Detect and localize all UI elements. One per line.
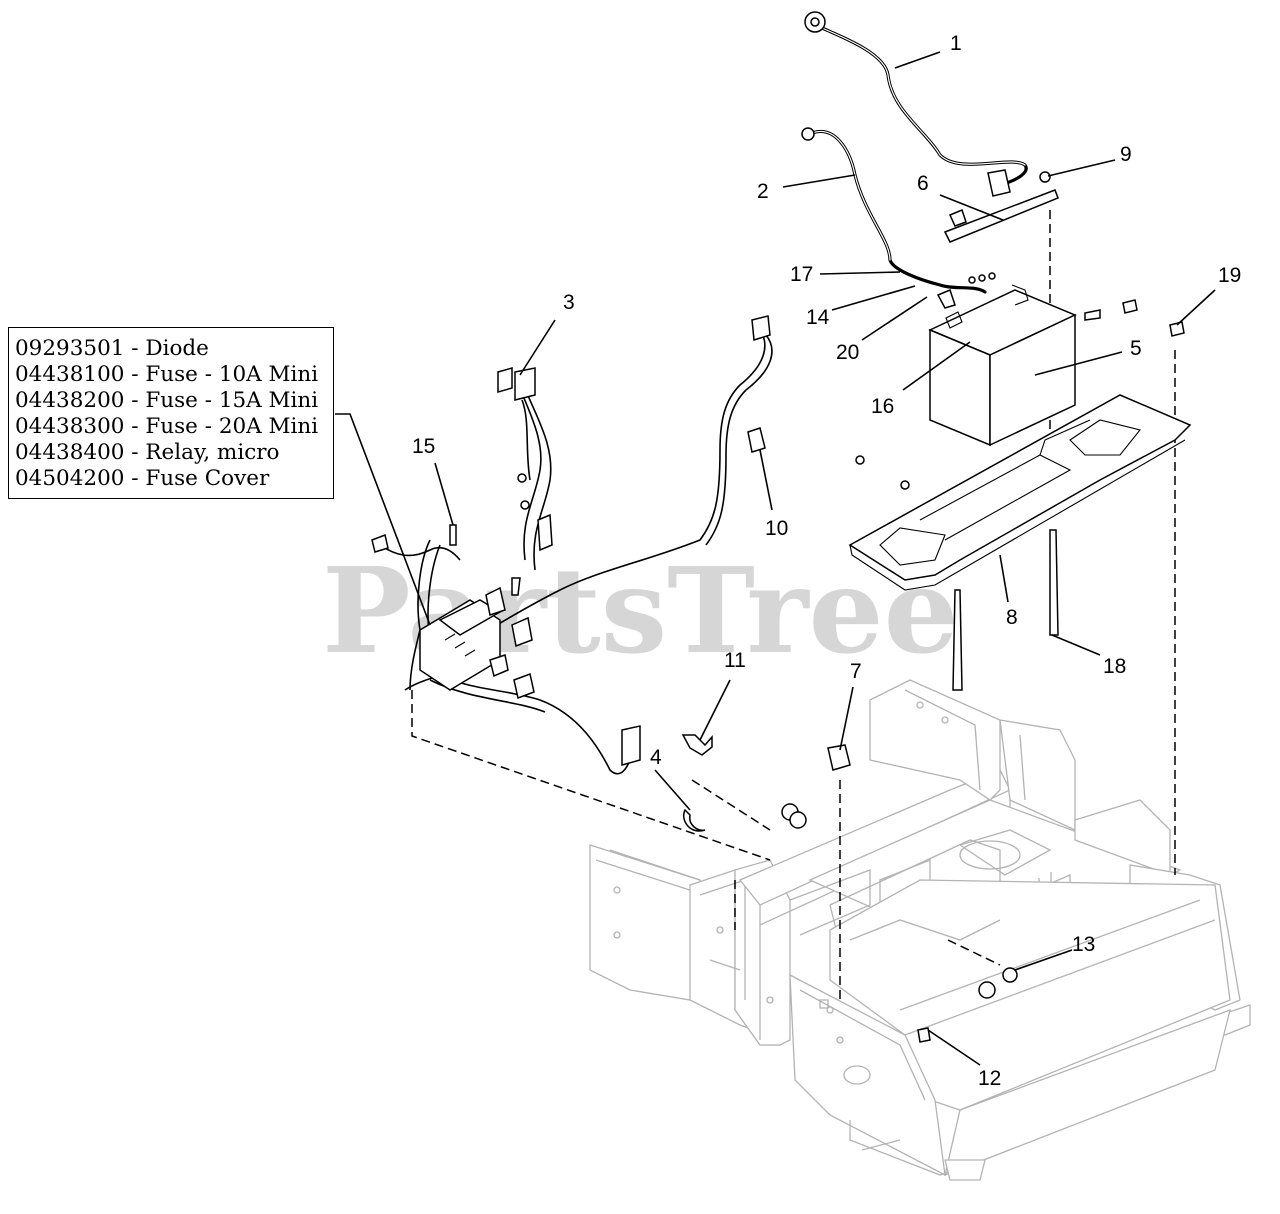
callout-18: 18 — [1103, 655, 1126, 678]
legend-line-fuse-cover: 04504200 - Fuse Cover — [15, 466, 270, 491]
callout-5: 5 — [1130, 337, 1142, 360]
callout-11: 11 — [724, 649, 746, 672]
callout-15: 15 — [412, 435, 435, 458]
callout-3: 3 — [563, 291, 575, 314]
callout-12: 12 — [978, 1067, 1001, 1090]
callout-2: 2 — [757, 180, 769, 203]
legend-line-fuse-20a: 04438300 - Fuse - 20A Mini — [15, 414, 319, 439]
callout-14: 14 — [806, 306, 830, 329]
battery-strap — [943, 171, 1059, 243]
legend-line-fuse-10a: 04438100 - Fuse - 10A Mini — [15, 362, 319, 387]
callout-labels: 1 2 3 4 5 6 7 8 9 10 11 12 13 14 15 16 1… — [412, 32, 1241, 1090]
battery-cable-negative — [801, 127, 987, 309]
callout-8: 8 — [1006, 606, 1018, 629]
leader-lines — [335, 51, 1216, 1066]
callout-16: 16 — [871, 395, 894, 418]
callout-1: 1 — [950, 32, 962, 55]
legend-line-relay: 04438400 - Relay, micro — [15, 440, 280, 465]
wiring-harness — [371, 315, 773, 775]
legend-line-fuse-15a: 04438200 - Fuse - 15A Mini — [15, 388, 319, 413]
callout-19: 19 — [1218, 264, 1241, 287]
small-parts — [681, 734, 1018, 1043]
callout-4: 4 — [650, 746, 662, 769]
battery-cable-positive — [804, 11, 1028, 197]
callout-7: 7 — [850, 660, 862, 683]
callout-20: 20 — [836, 341, 859, 364]
callout-9: 9 — [1120, 143, 1132, 166]
callout-6: 6 — [917, 172, 929, 195]
part-legend-box: 09293501 - Diode 04438100 - Fuse - 10A M… — [8, 327, 334, 499]
battery — [928, 272, 1185, 447]
callout-10: 10 — [765, 517, 788, 540]
chassis-frame — [589, 679, 1251, 1181]
battery-tray — [848, 394, 1192, 691]
callout-17: 17 — [790, 263, 813, 286]
legend-line-diode: 09293501 - Diode — [15, 336, 209, 361]
callout-13: 13 — [1072, 933, 1095, 956]
